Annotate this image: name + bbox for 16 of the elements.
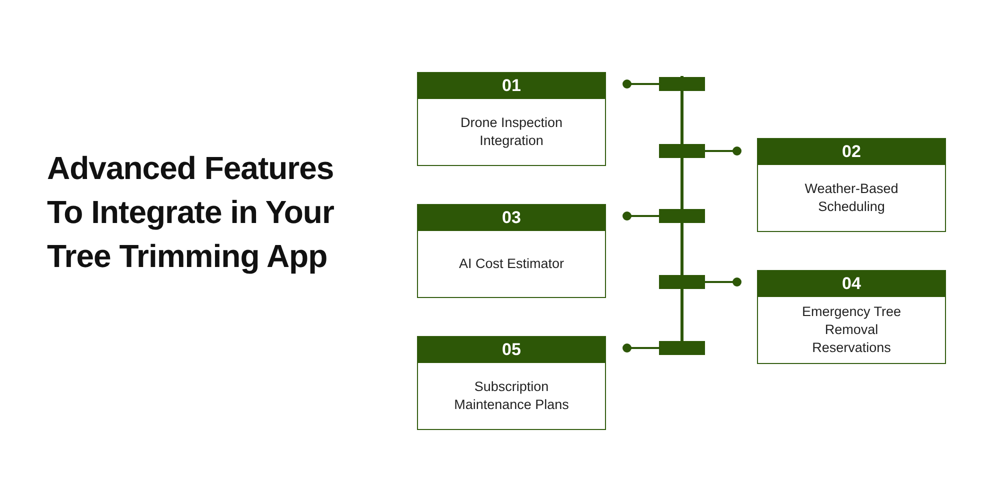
feature-name: Drone Inspection Integration [459, 114, 564, 150]
title: Advanced Features To Integrate in Your Tree Trimming App [47, 149, 335, 276]
feature-name: Weather-Based Scheduling [804, 180, 900, 216]
feature-card [757, 270, 946, 364]
number-header: 03 [418, 205, 605, 231]
number-header: 05 [418, 337, 605, 363]
number-header: 02 [758, 139, 945, 165]
feature-card [417, 336, 606, 430]
number-header: 01 [418, 73, 605, 99]
feature-name: Emergency Tree Removal Reservations [800, 303, 902, 357]
number-header: 04 [758, 271, 945, 297]
feature-name: AI Cost Estimator [458, 255, 564, 273]
feature-card [757, 138, 946, 232]
feature-name: Subscription Maintenance Plans [453, 378, 570, 414]
feature-card [417, 72, 606, 166]
feature-card [417, 204, 606, 298]
